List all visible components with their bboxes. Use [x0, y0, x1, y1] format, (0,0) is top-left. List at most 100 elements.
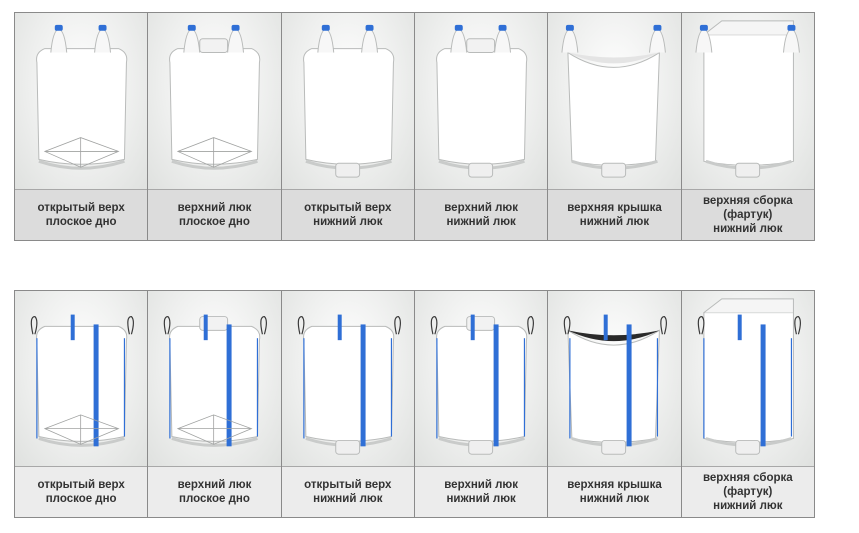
bag-type-caption: верхний люк нижний люк: [414, 466, 548, 517]
center-strap: [737, 314, 742, 341]
bag-type-card: верхний люк плоское дно: [148, 13, 281, 240]
bag-body: [703, 312, 794, 443]
bag-image: [15, 13, 148, 189]
bag-type-card: верхний люк нижний люк: [414, 13, 548, 240]
center-strap: [470, 314, 475, 341]
bag-illustration: [561, 24, 667, 178]
bag-illustration: [297, 314, 401, 455]
bag-type-caption: открытый верх нижний люк: [281, 466, 414, 517]
bag-type-card: открытый верх плоское дно: [15, 13, 148, 240]
lifting-loop: [360, 28, 378, 53]
front-strap: [493, 324, 499, 447]
bottom-spout: [334, 439, 360, 455]
lifting-loop: [494, 28, 511, 53]
center-strap: [70, 314, 75, 341]
lifting-loop: [649, 28, 667, 53]
corner-loop: [564, 315, 571, 335]
bag-body: [302, 48, 394, 165]
loop-tag: [188, 24, 197, 31]
bag-illustration: [564, 314, 668, 455]
bottom-spout: [334, 162, 360, 178]
bag-body: [302, 325, 394, 442]
bag-body: [703, 34, 794, 166]
bag-type-card: верхний люк нижний люк: [414, 291, 548, 517]
bottom-spout: [734, 162, 760, 178]
bag-image: [281, 291, 414, 466]
flat-bottom: [177, 414, 253, 445]
loop-tag: [54, 24, 63, 31]
lifting-loop: [94, 28, 112, 53]
corner-loop: [127, 315, 134, 335]
loop-tag: [98, 24, 107, 31]
bag-type-card: верхняя крышка нижний люк: [548, 291, 681, 517]
front-strap: [226, 324, 232, 447]
bag-body: [567, 51, 661, 166]
corner-loop: [430, 315, 438, 335]
bag-type-caption: открытый верх плоское дно: [15, 189, 148, 240]
bag-type-caption: верхний люк нижний люк: [414, 189, 548, 240]
bag-body: [36, 325, 128, 442]
front-strap: [93, 324, 99, 447]
corner-loop: [527, 315, 534, 335]
bag-image: [414, 291, 548, 466]
bag-type-card: открытый верх нижний люк: [281, 13, 414, 240]
bag-image: [548, 291, 681, 466]
loop-tag: [498, 24, 507, 31]
front-strap: [360, 324, 366, 447]
bag-type-caption: открытый верх нижний люк: [281, 189, 414, 240]
flat-bottom: [43, 414, 120, 445]
bottom-spout: [468, 439, 494, 455]
bag-image: [681, 291, 814, 466]
bag-type-caption: верхняя сборка (фартук) нижний люк: [681, 466, 814, 517]
bag-type-caption: верхний люк плоское дно: [148, 189, 281, 240]
bottom-spout: [601, 439, 627, 455]
flat-bottom: [177, 137, 253, 168]
bag-type-caption: открытый верх плоское дно: [15, 466, 148, 517]
center-strap: [337, 314, 342, 341]
bag-type-caption: верхняя крышка нижний люк: [548, 189, 681, 240]
bag-illustration: [430, 314, 534, 455]
bag-body: [436, 325, 528, 442]
loop-tag: [365, 24, 374, 31]
corner-loop: [260, 315, 268, 335]
bag-type-caption: верхний люк плоское дно: [148, 466, 281, 517]
top-lid: [568, 330, 660, 342]
top-spout: [466, 38, 496, 54]
flat-bottom: [43, 137, 120, 168]
corner-loop: [793, 315, 801, 335]
lifting-loop: [227, 28, 245, 53]
loop-tag: [653, 24, 662, 31]
bag-illustration: [164, 314, 268, 447]
bag-illustration: [30, 314, 134, 447]
bag-type-caption: верхняя сборка (фартук) нижний люк: [681, 189, 814, 240]
bag-body: [169, 325, 261, 442]
loop-tag: [321, 24, 330, 31]
bag-image: [148, 291, 281, 466]
bag-illustration: [436, 24, 528, 178]
corner-loop: [297, 315, 305, 335]
bag-type-card: открытый верх нижний люк: [281, 291, 414, 517]
bag-body: [436, 48, 528, 165]
corner-loop: [30, 315, 38, 335]
loop-tag: [231, 24, 240, 31]
bottom-spout: [734, 439, 760, 455]
bag-body: [169, 48, 261, 165]
center-strap: [204, 314, 209, 341]
bag-image: [548, 13, 681, 189]
bag-body: [567, 329, 661, 443]
loop-tag: [566, 24, 575, 31]
loop-tag: [454, 24, 463, 31]
bag-illustration: [695, 20, 800, 178]
front-strap: [626, 324, 632, 447]
bag-image: [681, 13, 814, 189]
bag-illustration: [36, 24, 128, 170]
corner-loop: [393, 315, 401, 335]
corner-loop: [164, 315, 171, 335]
bag-type-card: верхняя сборка (фартук) нижний люк: [681, 291, 814, 517]
bag-type-card: верхняя крышка нижний люк: [548, 13, 681, 240]
lifting-loop: [183, 28, 201, 53]
bag-type-card: верхний люк плоское дно: [148, 291, 281, 517]
bag-image: [148, 13, 281, 189]
bag-image: [15, 291, 148, 466]
